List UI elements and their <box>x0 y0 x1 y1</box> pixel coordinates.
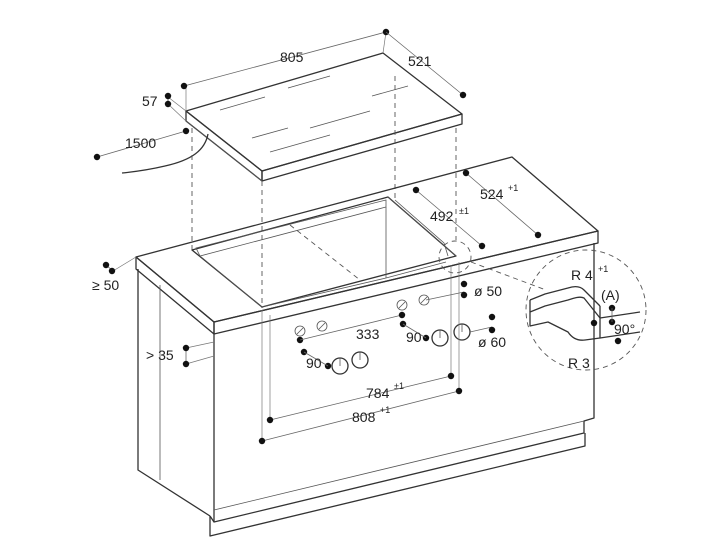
dim-knob-hole: ø 50 <box>425 280 502 301</box>
dim-side-clearance: ≥ 50 <box>92 256 137 293</box>
dim-cutout-outer: 808 +1 <box>258 262 463 445</box>
label-cooktop-thickness: 57 <box>142 93 158 109</box>
dim-front-clearance: > 35 <box>146 341 215 368</box>
dim-cutout-depth: 492 ±1 <box>412 186 486 250</box>
cooktop-zone-mark <box>219 96 266 111</box>
label-knob-angle-left: 90 <box>306 355 322 371</box>
knob-symbol-icon <box>316 320 328 332</box>
dim-knob-spacing: 333 <box>299 311 406 342</box>
control-knob <box>431 329 449 347</box>
cutout-opening <box>191 196 457 308</box>
cooktop-left-edge <box>185 110 263 182</box>
label-cutout-rear-tol: +1 <box>508 183 518 193</box>
label-cutout-outer-tol: +1 <box>380 405 390 415</box>
cooktop-zone-mark <box>269 134 331 153</box>
label-radius-bottom: R 3 <box>568 355 590 371</box>
label-knob-diameter: ø 60 <box>478 334 506 350</box>
dim-cable-length: 1500 <box>93 127 190 161</box>
cooktop-appliance <box>121 52 463 182</box>
cabinet-front-panel <box>213 243 595 523</box>
cabinet-side-panel <box>137 269 211 517</box>
label-knob-angle-right: 90 <box>406 329 422 345</box>
label-detail-angle: 90° <box>614 321 635 337</box>
dim-cooktop-depth: 521 <box>385 31 467 99</box>
worktop-cutout <box>191 196 457 308</box>
label-cutout-rear: 524 <box>480 186 504 202</box>
detail-marker-circle <box>438 240 472 274</box>
dim-knob-diameter: ø 60 <box>469 313 506 350</box>
control-knob <box>453 323 471 341</box>
power-cable <box>121 133 209 174</box>
label-cooktop-depth: 521 <box>408 53 432 69</box>
projection-lines <box>191 76 457 308</box>
worktop-section-profile <box>529 296 601 341</box>
knob-group-right: 90 <box>396 294 471 347</box>
label-cutout-depth: 492 <box>430 208 454 224</box>
knob-group-left: 90 <box>294 320 369 375</box>
label-cutout-inner-tol: ±1 <box>394 381 404 391</box>
label-cutout-outer: 808 <box>352 409 376 425</box>
label-radius-top: R 4 <box>571 267 593 283</box>
worktop-front-edge <box>213 230 599 335</box>
detail-callout-circle <box>525 249 647 371</box>
label-knob-hole: ø 50 <box>474 283 502 299</box>
label-front-clearance: > 35 <box>146 347 174 363</box>
cooktop-zone-mark <box>371 85 409 97</box>
dim-cooktop-thickness: 57 <box>142 92 187 122</box>
knob-symbol-icon <box>396 299 408 311</box>
dim-cutout-rear: 524 +1 <box>462 169 542 239</box>
detail-callout: R 4 +1 R 3 (A) 90° <box>525 249 647 371</box>
dim-cooktop-width: 805 <box>180 28 390 111</box>
knob-symbol-icon <box>418 294 430 306</box>
cooktop-zone-mark <box>309 110 371 129</box>
control-knob <box>331 357 349 375</box>
label-side-clearance: ≥ 50 <box>92 277 119 293</box>
knob-symbol-icon <box>294 325 306 337</box>
label-cooktop-width: 805 <box>280 49 304 65</box>
label-detail-marker: (A) <box>601 287 620 303</box>
cooktop-zone-mark <box>251 127 289 139</box>
cabinet-plinth <box>209 433 586 537</box>
cooktop-zone-mark <box>287 75 331 89</box>
cabinet <box>135 156 599 537</box>
label-cutout-inner: 784 <box>366 385 390 401</box>
cooktop-front-edge <box>261 113 463 182</box>
control-knob <box>351 351 369 369</box>
worktop-side-edge <box>135 256 215 335</box>
dim-cutout-inner: 784 ±1 <box>266 265 455 424</box>
label-cutout-depth-tol: ±1 <box>459 206 469 216</box>
label-cable-length: 1500 <box>125 135 156 151</box>
label-knob-spacing: 333 <box>356 326 380 342</box>
label-radius-top-tol: +1 <box>598 264 608 274</box>
